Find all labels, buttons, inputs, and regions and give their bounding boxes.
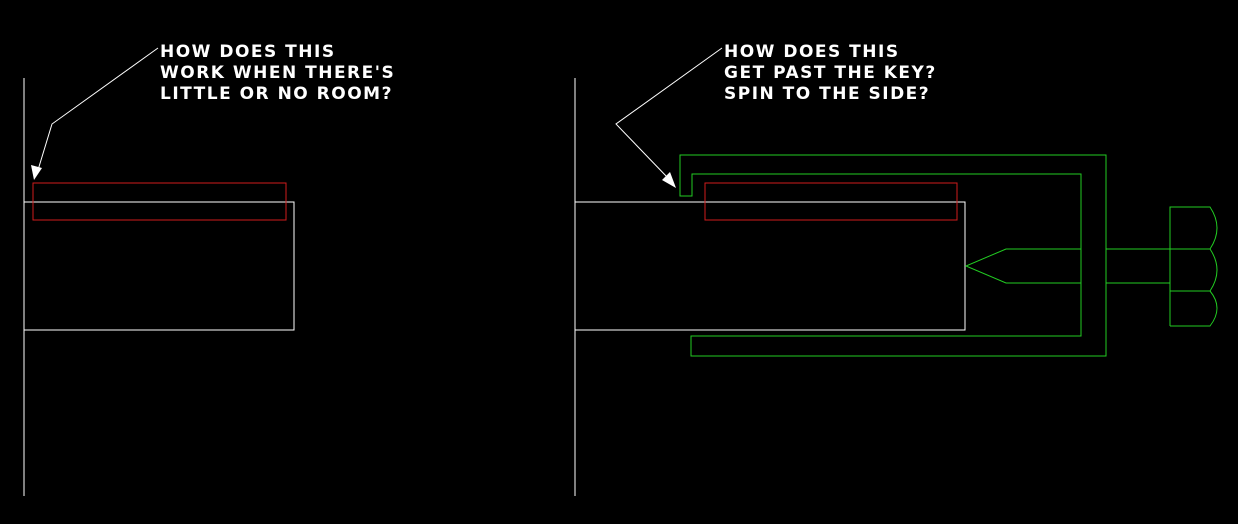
left-shaft <box>23 201 295 331</box>
right-keyway <box>704 182 958 221</box>
left-leader-line <box>37 47 159 171</box>
left-keyway <box>32 182 287 221</box>
left-note-line-2: WORK WHEN THERE'S <box>160 63 395 83</box>
left-note-line-3: LITTLE OR NO ROOM? <box>160 84 393 104</box>
right-leader-line <box>615 47 723 179</box>
right-note-line-1: HOW DOES THIS <box>724 42 900 62</box>
puller-screw-point <box>964 248 1081 284</box>
left-note-line-1: HOW DOES THIS <box>160 42 336 62</box>
left-view: HOW DOES THIS WORK WHEN THERE'S LITTLE O… <box>23 42 395 496</box>
left-leader-arrow-icon <box>31 165 42 180</box>
puller-frame <box>679 154 1107 357</box>
hex-bolt-head-icon <box>1169 206 1218 327</box>
right-view: HOW DOES THIS GET PAST THE KEY? SPIN TO … <box>574 42 1218 496</box>
right-note-line-3: SPIN TO THE SIDE? <box>724 84 930 104</box>
right-leader-arrow-icon <box>662 172 676 188</box>
right-note-line-2: GET PAST THE KEY? <box>724 63 937 83</box>
